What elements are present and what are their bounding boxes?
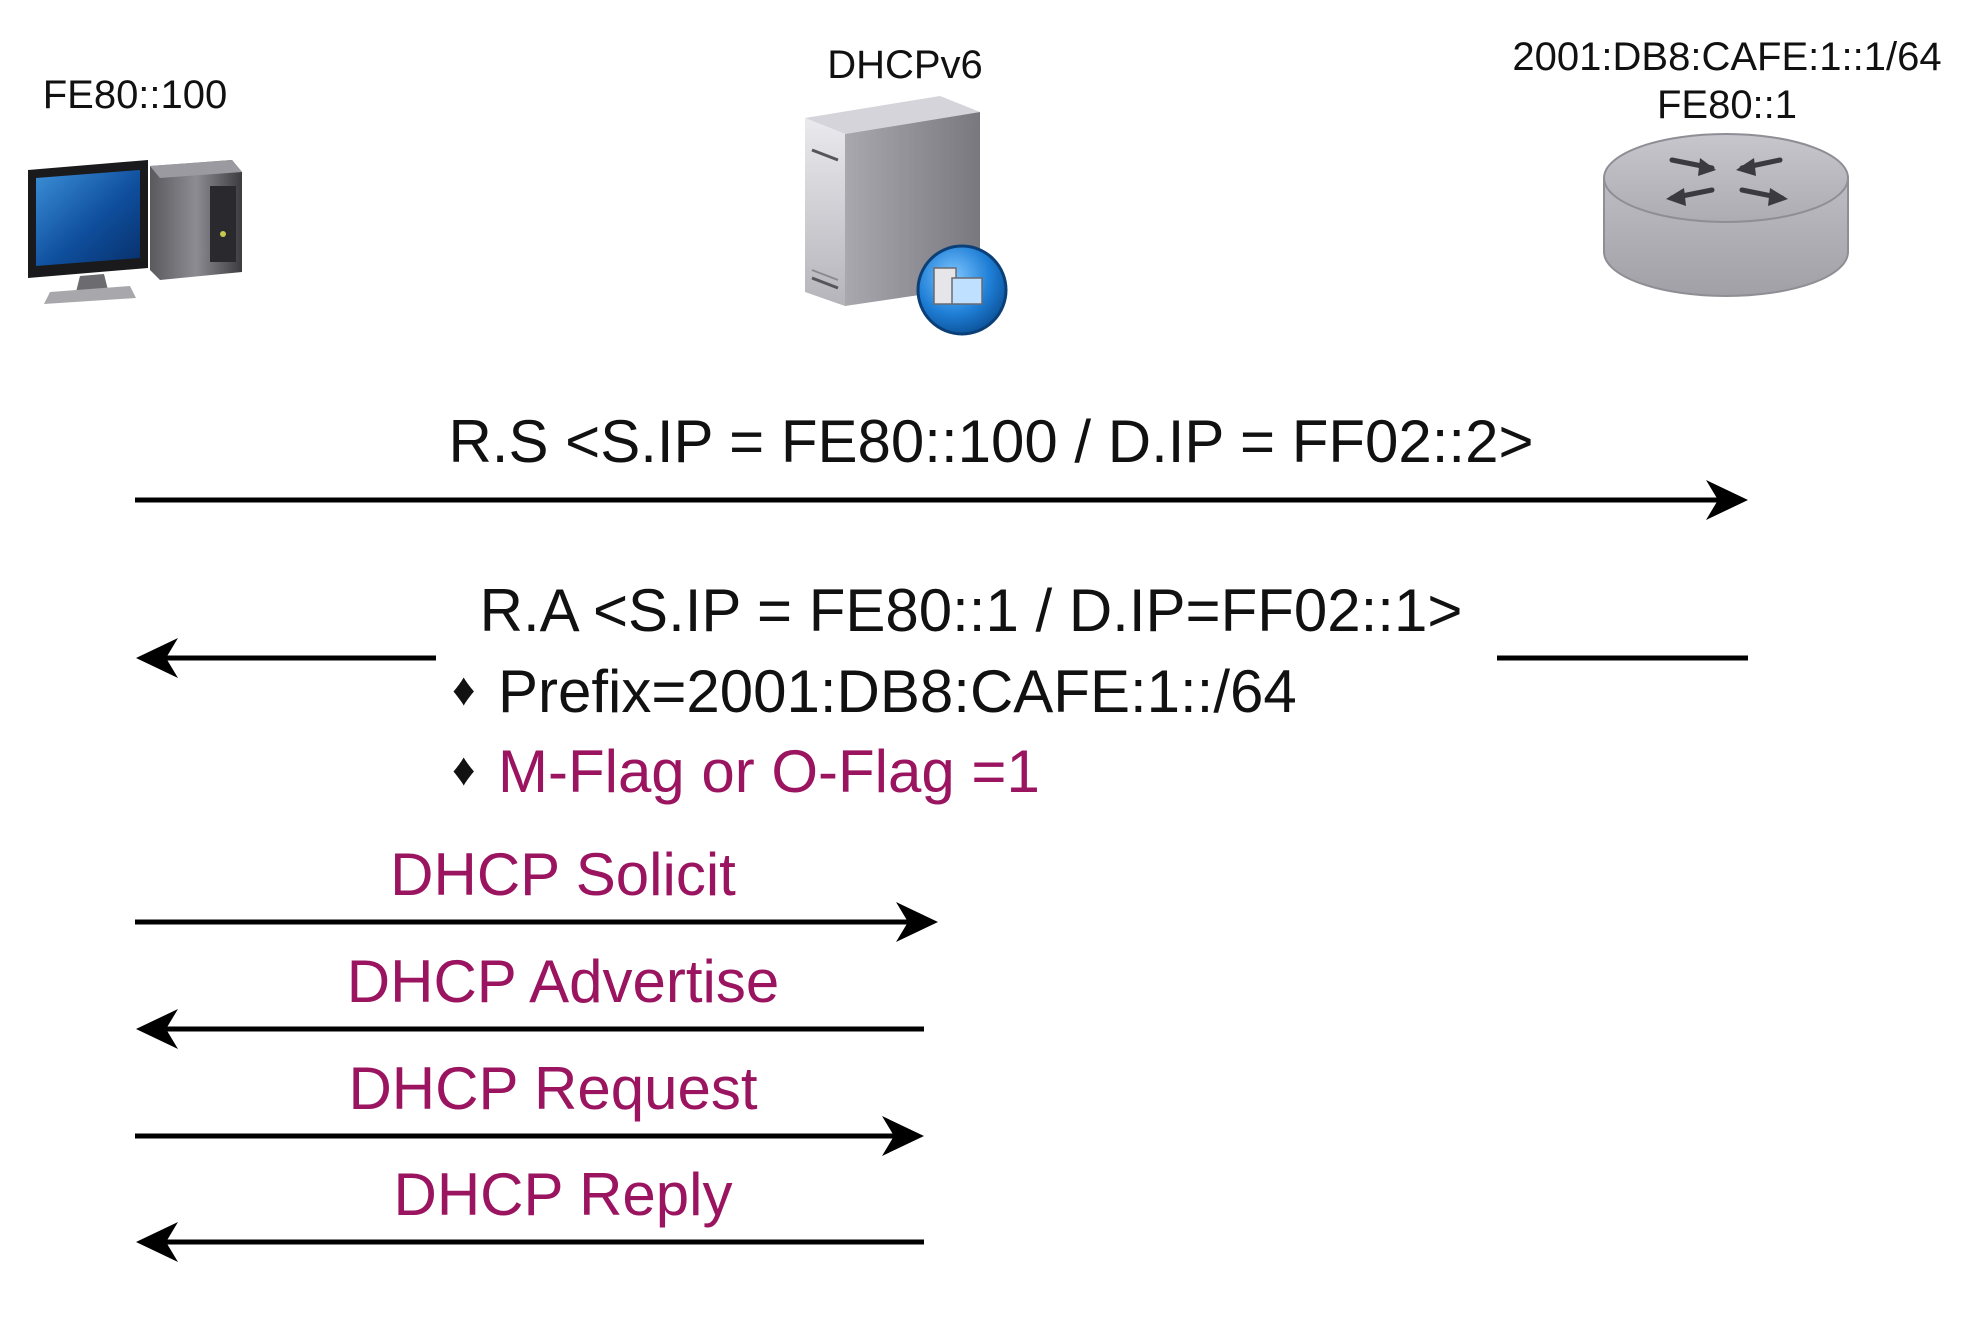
dhcp-reply-label: DHCP Reply	[394, 1161, 733, 1228]
router-link-local-label: FE80::1	[1657, 83, 1797, 127]
router-advertisement-arrow	[136, 638, 1748, 678]
dhcp-request-label: DHCP Request	[348, 1055, 757, 1122]
router-advertisement-label: R.A <S.IP = FE80::1 / D.IP=FF02::1>	[480, 577, 1463, 644]
ra-flag-detail: M-Flag or O-Flag =1	[498, 738, 1040, 805]
dhcp-request-arrow	[135, 1116, 924, 1156]
dhcp-advertise-arrow	[136, 1009, 924, 1049]
dhcp-reply-arrow	[136, 1222, 924, 1262]
ra-flag-bullet: ♦	[452, 743, 475, 795]
ra-prefix-bullet: ♦	[452, 663, 475, 715]
dhcp-solicit-label: DHCP Solicit	[390, 841, 736, 908]
router-solicitation-label: R.S <S.IP = FE80::100 / D.IP = FF02::2>	[448, 408, 1533, 475]
dhcp-advertise-label: DHCP Advertise	[347, 948, 779, 1015]
server-icon	[805, 96, 1008, 336]
host-address-label: FE80::100	[43, 73, 228, 117]
router-icon	[1603, 133, 1849, 297]
ra-prefix-detail: Prefix=2001:DB8:CAFE:1::/64	[498, 658, 1297, 725]
router-solicitation-arrow	[135, 480, 1748, 520]
dhcp-server-label: DHCPv6	[827, 43, 983, 87]
router-global-address-label: 2001:DB8:CAFE:1::1/64	[1512, 35, 1941, 79]
dhcp-solicit-arrow	[135, 902, 938, 942]
desktop-computer-icon	[28, 160, 242, 304]
